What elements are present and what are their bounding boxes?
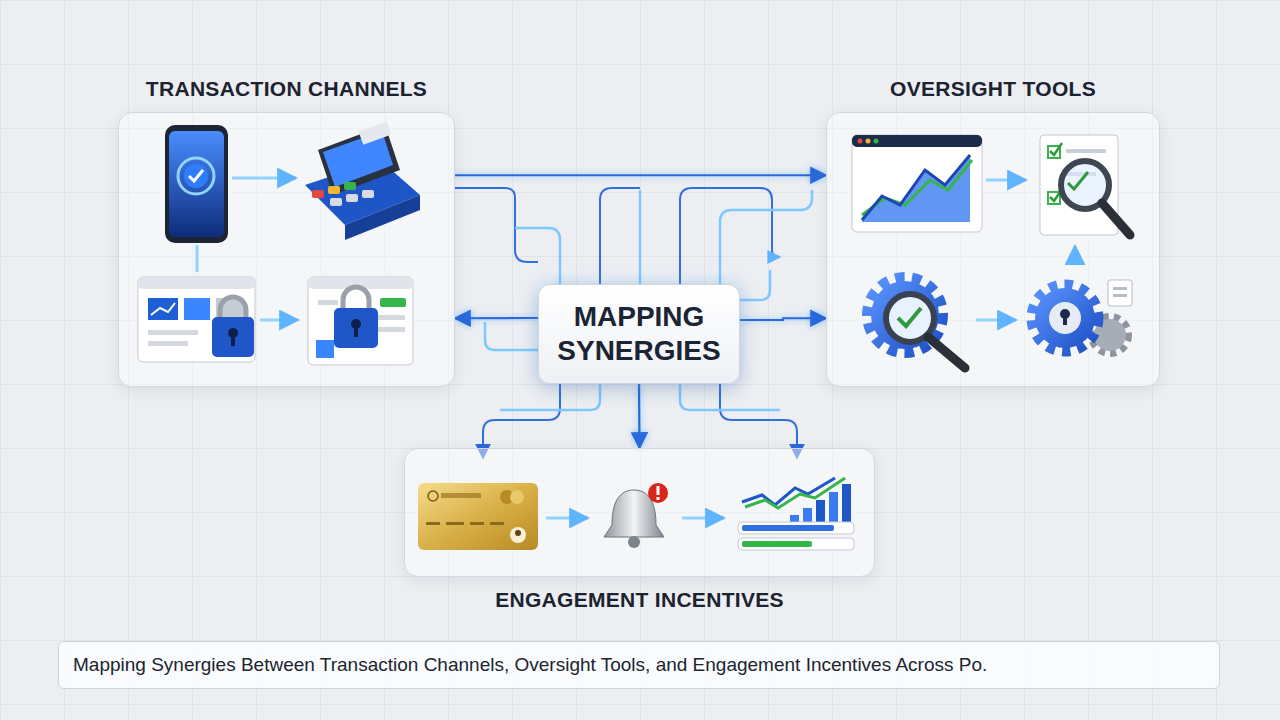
decorative-wires — [455, 188, 812, 458]
channel-panel: TRANSACTION CHANNELS — [118, 112, 455, 387]
hub-box: MAPPING SYNERGIES — [538, 284, 740, 384]
incentive-panel: ENGAGEMENT INCENTIVES — [404, 448, 875, 577]
hub-label: MAPPING SYNERGIES — [553, 300, 725, 368]
flow-arrow — [638, 384, 641, 448]
panel-heading: ENGAGEMENT INCENTIVES — [365, 588, 914, 612]
panel-heading: OVERSIGHT TOOLS — [787, 77, 1199, 101]
panel-heading: TRANSACTION CHANNELS — [79, 77, 494, 101]
caption-bar: Mapping Synergies Between Transaction Ch… — [58, 641, 1220, 689]
flow-arrow — [455, 317, 538, 319]
flow-arrow — [740, 318, 826, 320]
flow-arrow — [455, 174, 826, 176]
oversight-panel: OVERSIGHT TOOLS — [826, 112, 1160, 387]
